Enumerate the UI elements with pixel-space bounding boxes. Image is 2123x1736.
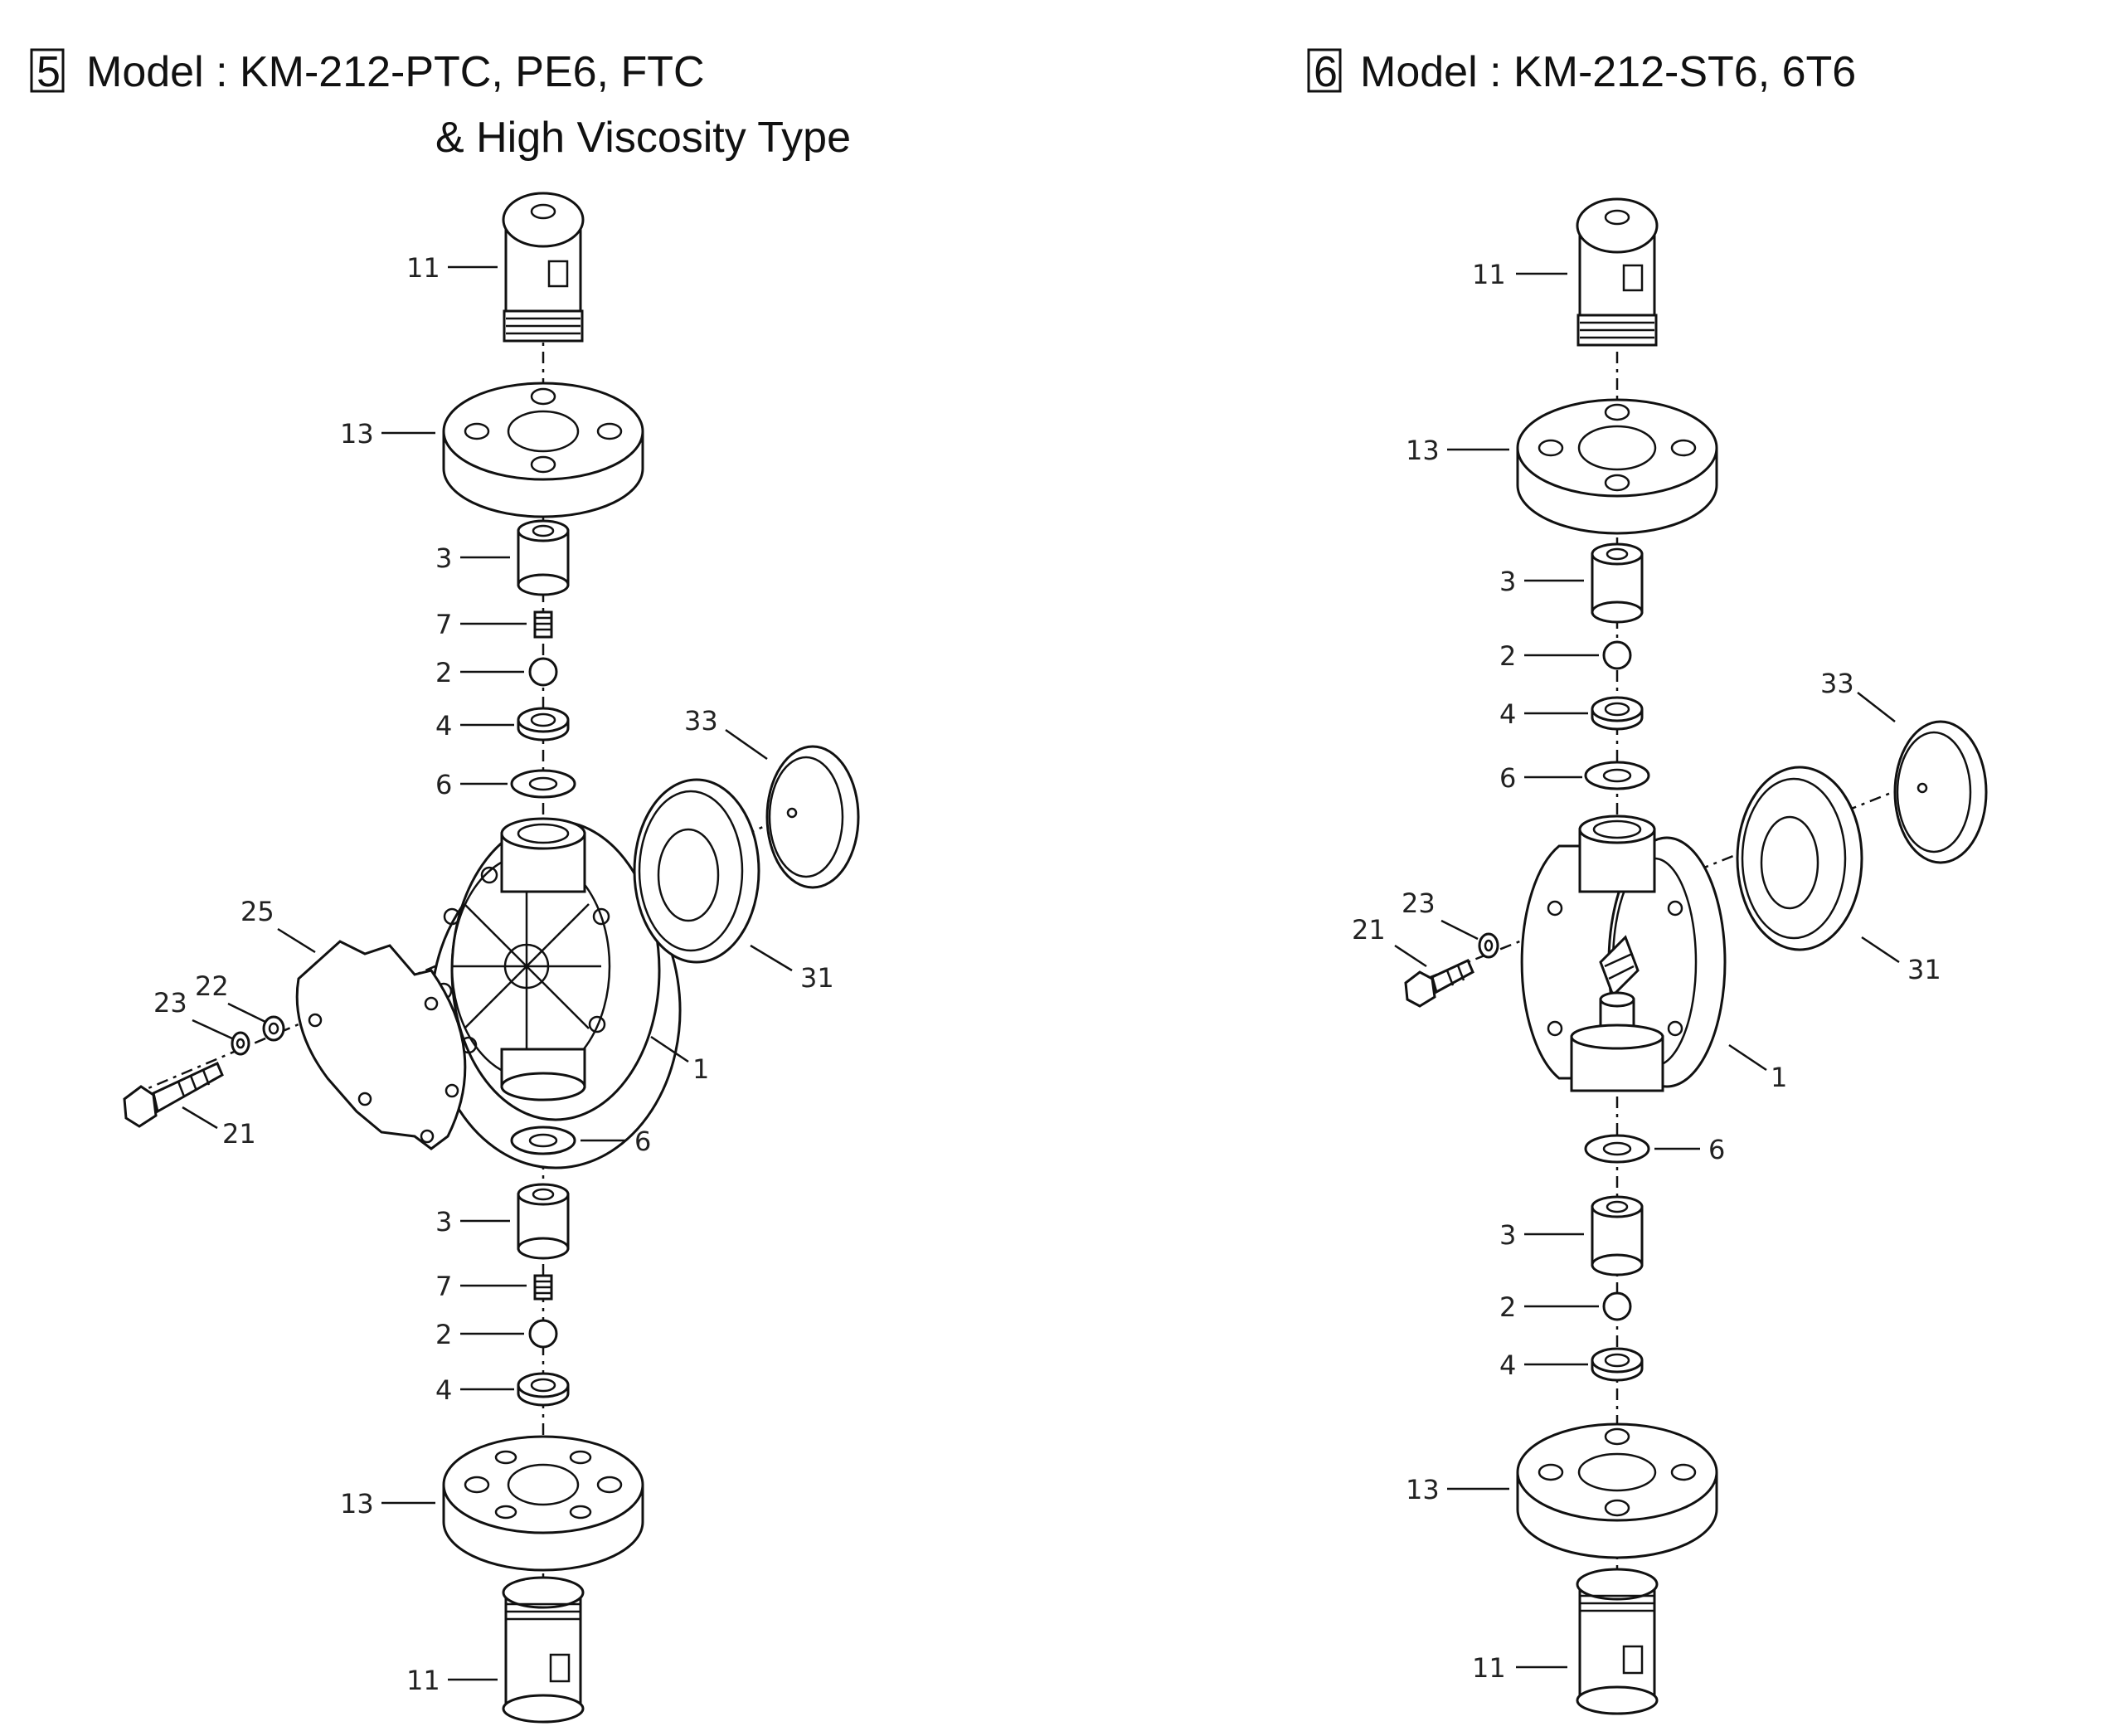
left-callout-11-top: 11 bbox=[406, 252, 440, 284]
right-badge-box bbox=[1307, 48, 1342, 93]
right-washer-23 bbox=[1478, 932, 1499, 959]
right-callout-11-top: 11 bbox=[1472, 259, 1506, 290]
right-callout-1: 1 bbox=[1771, 1062, 1787, 1093]
left-badge-number: 5 bbox=[36, 48, 61, 96]
right-callout-4-bottom: 4 bbox=[1499, 1349, 1516, 1381]
left-upper-ball bbox=[528, 657, 558, 687]
right-badge-number: 6 bbox=[1314, 48, 1338, 96]
left-lower-spring bbox=[533, 1274, 553, 1301]
right-callout-13-bottom: 13 bbox=[1406, 1474, 1440, 1505]
left-lower-flange bbox=[442, 1435, 644, 1572]
left-callout-23: 23 bbox=[153, 987, 187, 1019]
left-callout-3-top: 3 bbox=[435, 542, 452, 574]
right-bolt bbox=[1404, 958, 1474, 1008]
left-top-connector bbox=[502, 192, 585, 343]
right-callout-3-bottom: 3 bbox=[1499, 1219, 1516, 1251]
left-callout-6-bottom: 6 bbox=[634, 1126, 651, 1157]
left-callout-22: 22 bbox=[195, 970, 229, 1002]
right-callout-13-top: 13 bbox=[1406, 435, 1440, 466]
right-upper-ball bbox=[1602, 640, 1632, 670]
left-lower-gasket bbox=[510, 1126, 576, 1155]
left-callout-6-top: 6 bbox=[435, 769, 452, 800]
left-upper-spring bbox=[533, 610, 553, 639]
right-upper-gasket bbox=[1584, 761, 1650, 790]
left-callout-25: 25 bbox=[240, 896, 274, 927]
right-lower-gasket bbox=[1584, 1134, 1650, 1164]
right-callout-31: 31 bbox=[1907, 954, 1941, 985]
left-callout-7-bottom: 7 bbox=[435, 1271, 452, 1302]
left-upper-valve-guide bbox=[517, 519, 570, 596]
left-washer-23 bbox=[231, 1031, 250, 1056]
left-model-subtitle: & High Viscosity Type bbox=[435, 114, 851, 162]
right-diaphragm bbox=[1736, 766, 1863, 951]
left-upper-valve-seat bbox=[517, 707, 570, 742]
right-callout-23: 23 bbox=[1402, 887, 1436, 919]
right-lower-flange bbox=[1516, 1422, 1718, 1559]
right-upper-valve-seat bbox=[1591, 696, 1644, 731]
left-callout-13-top: 13 bbox=[340, 418, 374, 450]
right-callout-2-top: 2 bbox=[1499, 640, 1516, 672]
left-callout-4-bottom: 4 bbox=[435, 1374, 452, 1406]
right-callout-21: 21 bbox=[1352, 914, 1386, 946]
left-upper-gasket bbox=[510, 769, 576, 799]
left-diaphragm bbox=[633, 778, 760, 964]
left-lower-valve-seat bbox=[517, 1372, 570, 1407]
left-callout-2-bottom: 2 bbox=[435, 1319, 452, 1350]
left-callout-7-top: 7 bbox=[435, 609, 452, 640]
left-lower-valve-guide bbox=[517, 1183, 570, 1260]
left-callout-2-top: 2 bbox=[435, 657, 452, 688]
right-model-title: Model : KM-212-ST6, 6T6 bbox=[1360, 48, 1856, 96]
left-callout-13-bottom: 13 bbox=[340, 1488, 374, 1520]
left-washer-22 bbox=[262, 1015, 285, 1042]
left-model-title: Model : KM-212-PTC, PE6, FTC bbox=[86, 48, 705, 96]
left-protect-diaphragm bbox=[765, 745, 860, 889]
right-callout-33: 33 bbox=[1820, 668, 1854, 699]
left-pump-head bbox=[430, 817, 682, 1169]
right-panel: 6 Model : KM-212-ST6, 6T6 bbox=[1307, 48, 1988, 1715]
left-back-plate bbox=[295, 940, 467, 1150]
right-pump-head bbox=[1520, 815, 1727, 1092]
right-callout-11-bottom: 11 bbox=[1472, 1652, 1506, 1684]
right-lower-valve-guide bbox=[1591, 1195, 1644, 1276]
right-callout-6-bottom: 6 bbox=[1708, 1134, 1725, 1165]
right-callout-3-top: 3 bbox=[1499, 566, 1516, 597]
right-lower-ball bbox=[1602, 1291, 1632, 1321]
left-callout-1: 1 bbox=[692, 1053, 709, 1085]
right-protect-diaphragm bbox=[1893, 720, 1988, 864]
left-callout-31: 31 bbox=[800, 962, 834, 994]
right-upper-valve-guide bbox=[1591, 542, 1644, 624]
right-callout-2-bottom: 2 bbox=[1499, 1291, 1516, 1323]
left-lower-ball bbox=[528, 1319, 558, 1349]
left-callout-21: 21 bbox=[222, 1118, 256, 1150]
left-top-flange bbox=[442, 382, 644, 518]
right-bottom-connector bbox=[1576, 1568, 1659, 1715]
left-panel: 5 Model : KM-212-PTC, PE6, FTC & High Vi… bbox=[30, 48, 860, 1724]
right-top-connector bbox=[1576, 197, 1659, 347]
right-callout-6-top: 6 bbox=[1499, 762, 1516, 794]
left-callout-11-bottom: 11 bbox=[406, 1665, 440, 1696]
left-badge-box bbox=[30, 48, 65, 93]
left-bolt bbox=[123, 1061, 224, 1128]
right-top-flange bbox=[1516, 398, 1718, 535]
left-callout-33: 33 bbox=[684, 705, 718, 737]
right-lower-valve-seat bbox=[1591, 1347, 1644, 1382]
left-bottom-connector bbox=[502, 1576, 585, 1724]
right-callout-4-top: 4 bbox=[1499, 698, 1516, 730]
left-callout-4-top: 4 bbox=[435, 710, 452, 742]
left-callout-3-bottom: 3 bbox=[435, 1206, 452, 1238]
